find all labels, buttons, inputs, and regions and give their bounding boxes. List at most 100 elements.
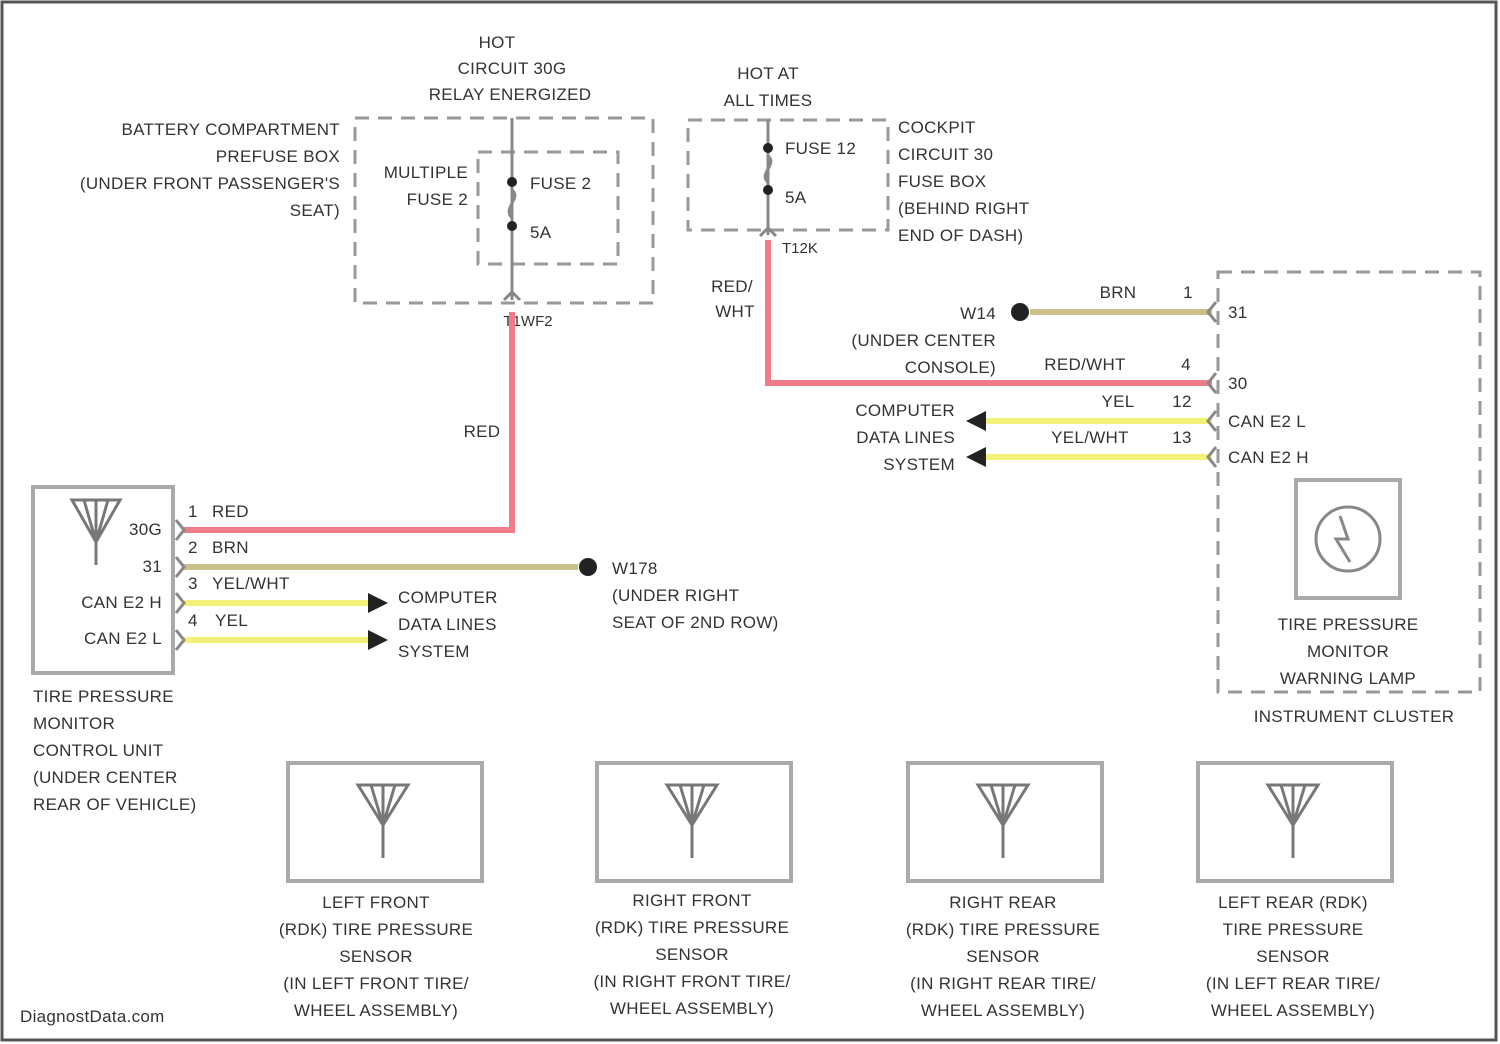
wire-red-30g	[182, 312, 512, 530]
fuse-2-terminal-bottom	[507, 221, 517, 231]
svg-text:COMPUTER: COMPUTER	[398, 588, 498, 607]
svg-text:DATA LINES: DATA LINES	[398, 615, 497, 634]
svg-text:COMPUTER: COMPUTER	[855, 401, 955, 420]
svg-text:1: 1	[188, 502, 198, 521]
svg-text:MONITOR: MONITOR	[33, 714, 115, 733]
svg-text:DATA LINES: DATA LINES	[856, 428, 955, 447]
svg-text:RED/WHT: RED/WHT	[1044, 355, 1125, 374]
cluster-pin-31: BRN 1 31	[1100, 283, 1248, 322]
connector-t12k: T12K	[782, 240, 818, 257]
svg-text:TIRE PRESSURE: TIRE PRESSURE	[33, 687, 174, 706]
control-unit-pin-2: 2 BRN	[188, 538, 249, 557]
svg-text:SYSTEM: SYSTEM	[883, 455, 955, 474]
fuse-12-terminal-bottom	[763, 185, 773, 195]
svg-text:WARNING LAMP: WARNING LAMP	[1280, 669, 1416, 688]
svg-text:YEL: YEL	[1101, 392, 1134, 411]
svg-text:HOT: HOT	[479, 33, 516, 52]
data-line-arrow-left-icon	[966, 411, 986, 431]
fuse-12-terminal-top	[763, 143, 773, 153]
svg-text:31: 31	[1228, 303, 1248, 322]
svg-text:BRN: BRN	[212, 538, 249, 557]
fuse-2-housing	[478, 152, 618, 264]
svg-text:(BEHIND RIGHT: (BEHIND RIGHT	[898, 199, 1029, 218]
svg-text:YEL: YEL	[215, 611, 248, 630]
ground-w14-label: W14	[960, 304, 996, 323]
svg-text:(UNDER RIGHT: (UNDER RIGHT	[612, 586, 739, 605]
ground-w178-location: (UNDER RIGHT SEAT OF 2ND ROW)	[612, 586, 779, 632]
watermark: DiagnostData.com	[20, 1007, 165, 1026]
svg-text:(UNDER CENTER: (UNDER CENTER	[33, 768, 178, 787]
cockpit-fuse-box	[688, 120, 888, 230]
svg-text:(RDK) TIRE PRESSURE: (RDK) TIRE PRESSURE	[595, 918, 789, 937]
svg-text:1: 1	[1183, 283, 1193, 302]
svg-text:CAN E2 H: CAN E2 H	[1228, 448, 1309, 467]
svg-text:MULTIPLE: MULTIPLE	[384, 163, 468, 182]
cluster-data-lines-label: COMPUTER DATA LINES SYSTEM	[855, 401, 955, 474]
control-unit-pin-3: 3 YEL/WHT	[188, 574, 290, 593]
sensor-right-front: RIGHT FRONT (RDK) TIRE PRESSURE SENSOR (…	[593, 763, 791, 1018]
fuse-12-rating: 5A	[785, 188, 807, 207]
control-unit-pin-4: 4 YEL	[188, 611, 248, 630]
instrument-cluster-label: INSTRUMENT CLUSTER	[1254, 707, 1455, 726]
control-unit-terminal-30g: 30G	[129, 520, 162, 539]
svg-text:ALL TIMES: ALL TIMES	[724, 91, 813, 110]
svg-text:FUSE 2: FUSE 2	[407, 190, 468, 209]
cluster-pin-can-h: YEL/WHT 13 CAN E2 H	[1051, 428, 1309, 467]
svg-text:4: 4	[1181, 355, 1191, 374]
svg-text:COCKPIT: COCKPIT	[898, 118, 976, 137]
svg-text:BATTERY COMPARTMENT: BATTERY COMPARTMENT	[121, 120, 340, 139]
svg-text:CIRCUIT 30G: CIRCUIT 30G	[458, 59, 567, 78]
svg-text:SENSOR: SENSOR	[339, 947, 413, 966]
svg-text:(IN LEFT REAR TIRE/: (IN LEFT REAR TIRE/	[1206, 974, 1380, 993]
control-unit-terminal-can-l: CAN E2 L	[84, 629, 162, 648]
svg-text:CONSOLE): CONSOLE)	[905, 358, 996, 377]
svg-text:LEFT REAR (RDK): LEFT REAR (RDK)	[1218, 893, 1368, 912]
svg-text:RED/: RED/	[711, 277, 753, 296]
svg-text:YEL/WHT: YEL/WHT	[1051, 428, 1129, 447]
prefuse-box-label: BATTERY COMPARTMENT PREFUSE BOX (UNDER F…	[80, 120, 340, 220]
hot-relay-label: HOT CIRCUIT 30G RELAY ENERGIZED	[429, 33, 592, 104]
sensor-right-rear: RIGHT REAR (RDK) TIRE PRESSURE SENSOR (I…	[906, 763, 1102, 1020]
control-data-lines-label: COMPUTER DATA LINES SYSTEM	[398, 588, 498, 661]
wire-red-label: RED	[464, 422, 501, 441]
ground-w178-label: W178	[612, 559, 658, 578]
wire-red-wht-label: RED/ WHT	[711, 277, 755, 321]
svg-text:12: 12	[1172, 392, 1192, 411]
svg-text:SEAT): SEAT)	[290, 201, 340, 220]
svg-text:SYSTEM: SYSTEM	[398, 642, 470, 661]
hot-always-label: HOT AT ALL TIMES	[724, 64, 813, 110]
svg-text:(RDK) TIRE PRESSURE: (RDK) TIRE PRESSURE	[279, 920, 473, 939]
svg-text:(IN RIGHT REAR TIRE/: (IN RIGHT REAR TIRE/	[910, 974, 1096, 993]
ground-w178-icon	[579, 558, 597, 576]
fuse-12-name: FUSE 12	[785, 139, 856, 158]
svg-text:(UNDER FRONT PASSENGER'S: (UNDER FRONT PASSENGER'S	[80, 174, 340, 193]
control-unit-pin-markers	[176, 520, 184, 650]
svg-text:RELAY ENERGIZED: RELAY ENERGIZED	[429, 85, 592, 104]
svg-text:CIRCUIT 30: CIRCUIT 30	[898, 145, 993, 164]
svg-text:YEL/WHT: YEL/WHT	[212, 574, 290, 593]
fuse-2-name: FUSE 2	[530, 174, 591, 193]
svg-text:SENSOR: SENSOR	[1256, 947, 1330, 966]
control-unit-terminal-can-h: CAN E2 H	[81, 593, 162, 612]
svg-text:(IN LEFT FRONT TIRE/: (IN LEFT FRONT TIRE/	[283, 974, 468, 993]
ground-w14-location: (UNDER CENTER CONSOLE)	[851, 331, 996, 377]
svg-text:HOT AT: HOT AT	[737, 64, 799, 83]
svg-text:WHEEL ASSEMBLY): WHEEL ASSEMBLY)	[1211, 1001, 1375, 1020]
svg-text:(UNDER CENTER: (UNDER CENTER	[851, 331, 996, 350]
prefuse-box	[355, 118, 653, 303]
svg-text:(RDK) TIRE PRESSURE: (RDK) TIRE PRESSURE	[906, 920, 1100, 939]
control-unit-pin-1: 1 RED	[188, 502, 249, 521]
svg-text:SENSOR: SENSOR	[966, 947, 1040, 966]
data-line-arrow-left-icon	[966, 447, 986, 467]
warning-lamp-label: TIRE PRESSURE MONITOR WARNING LAMP	[1278, 615, 1419, 688]
svg-text:CONTROL UNIT: CONTROL UNIT	[33, 741, 163, 760]
fuse-2-rating: 5A	[530, 223, 552, 242]
svg-text:TIRE PRESSURE: TIRE PRESSURE	[1278, 615, 1419, 634]
svg-text:RED: RED	[212, 502, 249, 521]
svg-text:SEAT OF 2ND ROW): SEAT OF 2ND ROW)	[612, 613, 779, 632]
svg-text:FUSE BOX: FUSE BOX	[898, 172, 986, 191]
control-unit-terminal-31: 31	[142, 557, 162, 576]
svg-text:TIRE PRESSURE: TIRE PRESSURE	[1223, 920, 1364, 939]
svg-text:WHT: WHT	[715, 302, 755, 321]
